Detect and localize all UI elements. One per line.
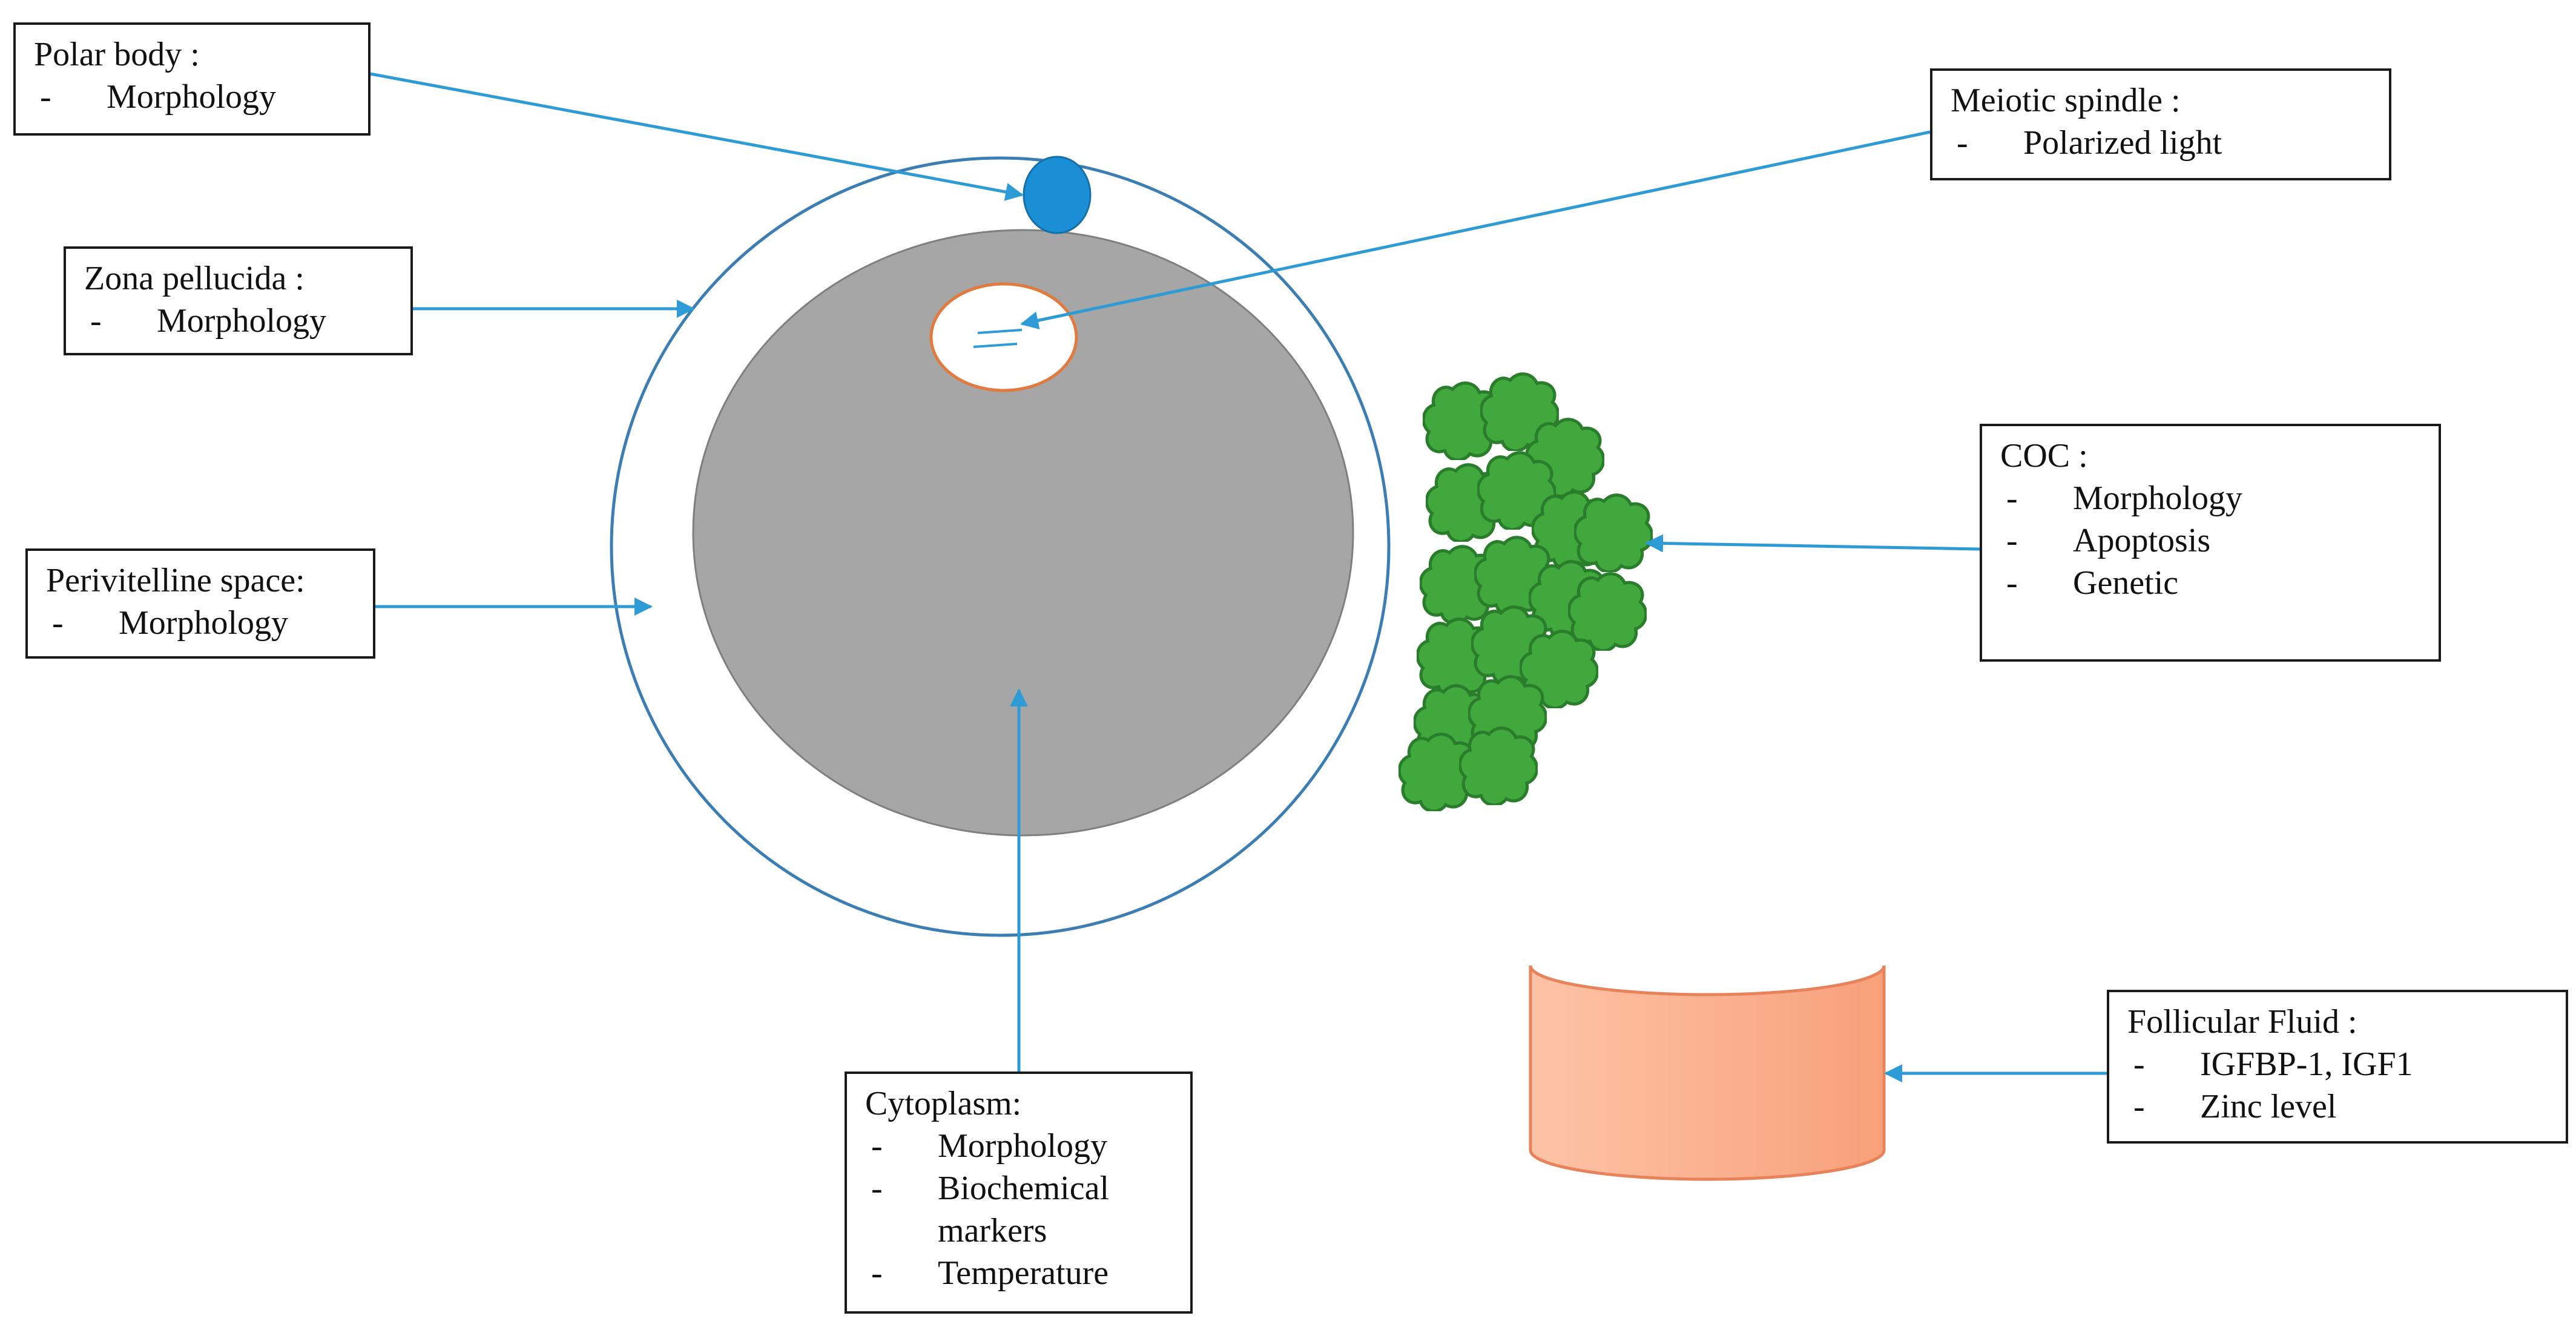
cytoplasm-body	[692, 229, 1354, 837]
follicular-fluid-label-box: Follicular Fluid : -IGFBP-1, IGF1 -Zinc …	[2107, 990, 2568, 1144]
list-item: -Polarized light	[1957, 124, 2222, 162]
spindle-fiber	[973, 343, 1018, 348]
meiotic-spindle-arrow	[1020, 130, 1931, 330]
list-item: -Biochemical markers	[871, 1170, 1110, 1249]
polar-body-title: Polar body :	[34, 36, 200, 73]
coc-cumulus-cells	[1399, 374, 1652, 811]
meiotic-spindle-title: Meiotic spindle :	[1951, 82, 2181, 119]
cytoplasm-title: Cytoplasm:	[865, 1085, 1022, 1122]
polar-body-arrow	[370, 72, 1024, 201]
follicular-fluid-container	[1529, 965, 1886, 1181]
coc-arrow	[1645, 534, 1980, 553]
follicular-fluid-title: Follicular Fluid :	[2127, 1003, 2357, 1041]
zona-pellucida-label-box: Zona pellucida : -Morphology	[64, 246, 413, 355]
zona-pellucida-title: Zona pellucida :	[84, 260, 305, 297]
list-item: -Apoptosis	[2006, 522, 2211, 559]
list-item: -Zinc level	[2133, 1088, 2337, 1125]
meiotic-spindle	[929, 282, 1078, 392]
meiotic-spindle-label-box: Meiotic spindle : -Polarized light	[1930, 68, 2391, 180]
spindle-fiber	[977, 329, 1023, 334]
polar-body	[1023, 156, 1092, 234]
perivitelline-label-box: Perivitelline space: -Morphology	[25, 548, 375, 659]
list-item: -Morphology	[40, 78, 276, 116]
perivitelline-title: Perivitelline space:	[46, 562, 305, 599]
polar-body-label-box: Polar body : -Morphology	[13, 22, 371, 136]
list-item: -Temperature	[871, 1254, 1109, 1292]
list-item: -Genetic	[2006, 564, 2179, 602]
list-item: -Morphology	[2006, 479, 2242, 517]
list-item: -Morphology	[871, 1127, 1107, 1165]
coc-title: COC :	[2000, 437, 2088, 475]
cytoplasm-label-box: Cytoplasm: -Morphology -Biochemical mark…	[845, 1072, 1193, 1314]
coc-label-box: COC : -Morphology -Apoptosis -Genetic	[1980, 424, 2441, 662]
list-item: -Morphology	[90, 302, 326, 340]
list-item: -IGFBP-1, IGF1	[2133, 1045, 2413, 1083]
list-item: -Morphology	[52, 604, 288, 642]
